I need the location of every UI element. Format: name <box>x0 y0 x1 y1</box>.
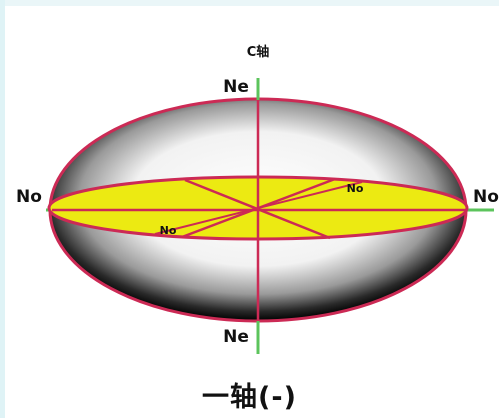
ne-top-label: Ne <box>223 77 249 97</box>
ne-bottom-label: Ne <box>223 327 249 347</box>
diagram-caption: 一轴(-) <box>0 375 499 414</box>
no-left-label: No <box>16 187 42 207</box>
no-inner-upper-label: No <box>347 182 364 195</box>
c-axis-label: C轴 <box>247 44 270 60</box>
no-right-label: No <box>473 187 499 207</box>
no-inner-lower-label: No <box>160 224 177 237</box>
